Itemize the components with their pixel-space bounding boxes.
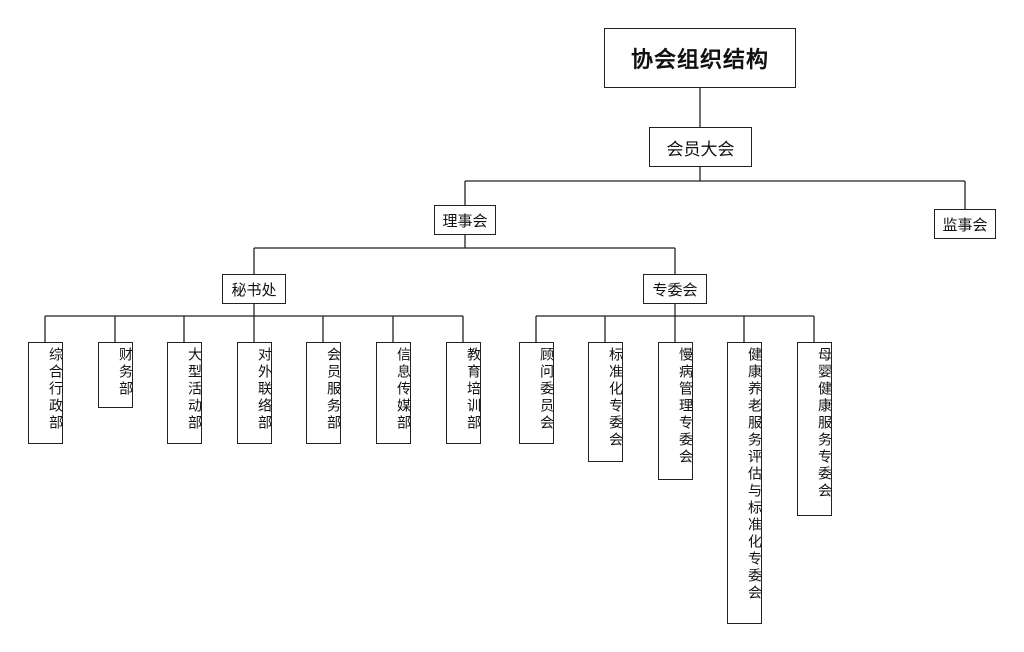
dept-finance: 财务部 [98,342,133,408]
committees-node: 专委会 [643,274,707,304]
dept-member-services: 会员服务部 [306,342,341,444]
council-node: 理事会 [434,205,496,235]
dept-information-media: 信息传媒部 [376,342,411,444]
org-chart-title: 协会组织结构 [604,28,796,88]
dept-major-events: 大型活动部 [167,342,202,444]
secretariat-node: 秘书处 [222,274,286,304]
committee-elderly-care-standards: 健康养老服务评估与标准化专委会 [727,342,762,624]
supervisory-board-node: 监事会 [934,209,996,239]
committee-maternal-infant-health: 母婴健康服务专委会 [797,342,832,516]
dept-external-liaison: 对外联络部 [237,342,272,444]
dept-education-training: 教育培训部 [446,342,481,444]
general-assembly-node: 会员大会 [649,127,752,167]
committee-chronic-disease: 慢病管理专委会 [658,342,693,480]
dept-general-administration: 综合行政部 [28,342,63,444]
committee-standardization: 标准化专委会 [588,342,623,462]
committee-advisory: 顾问委员会 [519,342,554,444]
